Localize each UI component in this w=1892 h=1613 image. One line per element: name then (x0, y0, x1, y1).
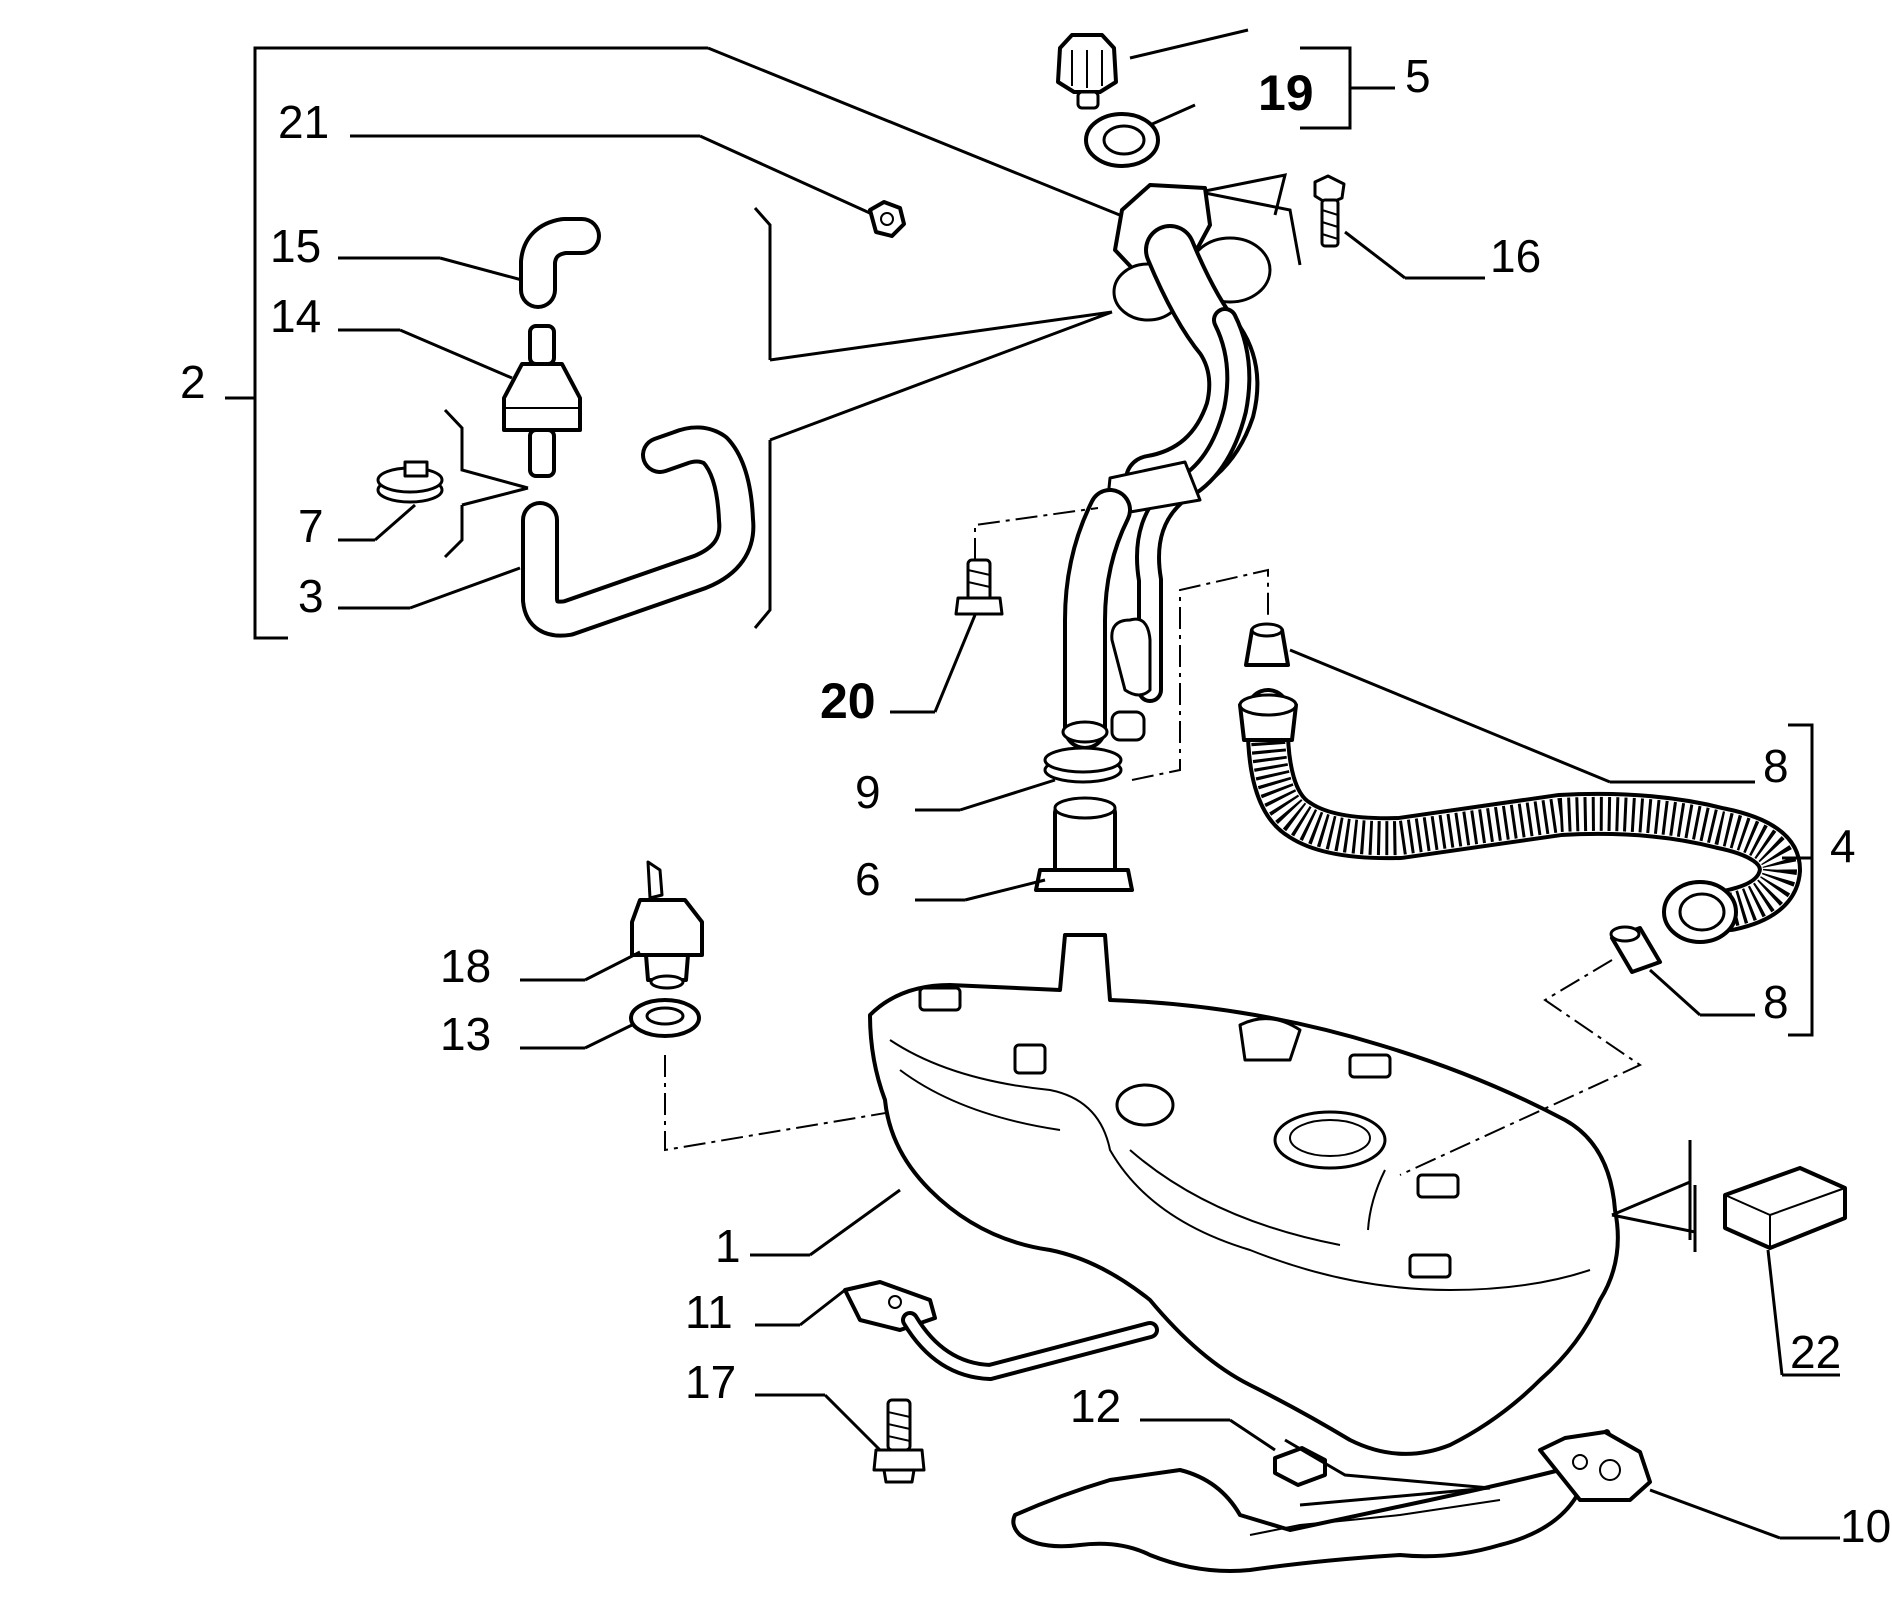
part-3-hose (338, 425, 756, 638)
label-16: 16 (1490, 230, 1541, 282)
part-21-nut (350, 134, 906, 238)
label-2: 2 (180, 356, 206, 408)
part-18-valve (520, 860, 704, 990)
group-bracket-hoses (753, 207, 1113, 629)
label-21: 21 (278, 96, 329, 148)
callout-labels: 1 2 3 4 5 6 7 8 8 9 10 11 12 13 14 15 16… (180, 50, 1891, 1552)
part-1-tank (750, 933, 1620, 1456)
part-11-strap (755, 1280, 1159, 1381)
group-bracket-5 (1300, 46, 1395, 130)
link-dashed-hose-tank (1399, 959, 1643, 1176)
label-5: 5 (1405, 50, 1431, 102)
part-20-bolt (890, 558, 1004, 714)
label-11: 11 (685, 1286, 733, 1338)
label-18: 18 (440, 940, 491, 992)
label-9: 9 (855, 766, 881, 818)
part-8-cap-top (1244, 622, 1755, 784)
part-8-cap-bottom (1609, 925, 1755, 1017)
label-8-top: 8 (1763, 740, 1789, 792)
part-5-cap (1056, 28, 1249, 110)
part-6-sleeve (915, 796, 1134, 902)
label-17: 17 (685, 1356, 736, 1408)
part-filler-neck (1061, 183, 1272, 750)
group-bracket-4 (1782, 723, 1814, 1037)
label-15: 15 (270, 220, 321, 272)
label-20: 20 (820, 673, 876, 729)
label-19: 19 (1258, 65, 1314, 121)
group-bracket-2 (225, 46, 1133, 640)
label-14: 14 (270, 290, 321, 342)
part-14-valve (338, 324, 582, 478)
label-3: 3 (298, 570, 324, 622)
label-22: 22 (1790, 1326, 1841, 1378)
label-6: 6 (855, 853, 881, 905)
label-13: 13 (440, 1008, 491, 1060)
label-1: 1 (715, 1220, 741, 1272)
part-22-pad (1611, 1140, 1847, 1377)
link-dashed-filler (974, 507, 1269, 781)
label-4: 4 (1830, 820, 1856, 872)
group-bracket-clamp (443, 408, 529, 559)
label-7: 7 (298, 500, 324, 552)
part-10-heat-shield (1011, 1429, 1840, 1573)
part-4-corrugated-hose (1238, 688, 1802, 944)
label-12: 12 (1070, 1380, 1121, 1432)
part-17-bolt (755, 1393, 926, 1484)
part-9-clamp (915, 746, 1123, 812)
label-8-bottom: 8 (1763, 976, 1789, 1028)
part-19-seal (1084, 103, 1196, 168)
label-10: 10 (1840, 1500, 1891, 1552)
part-15-elbow-hose (338, 217, 601, 309)
part-16-bolt (1199, 173, 1485, 280)
part-7-clamp (338, 460, 444, 542)
